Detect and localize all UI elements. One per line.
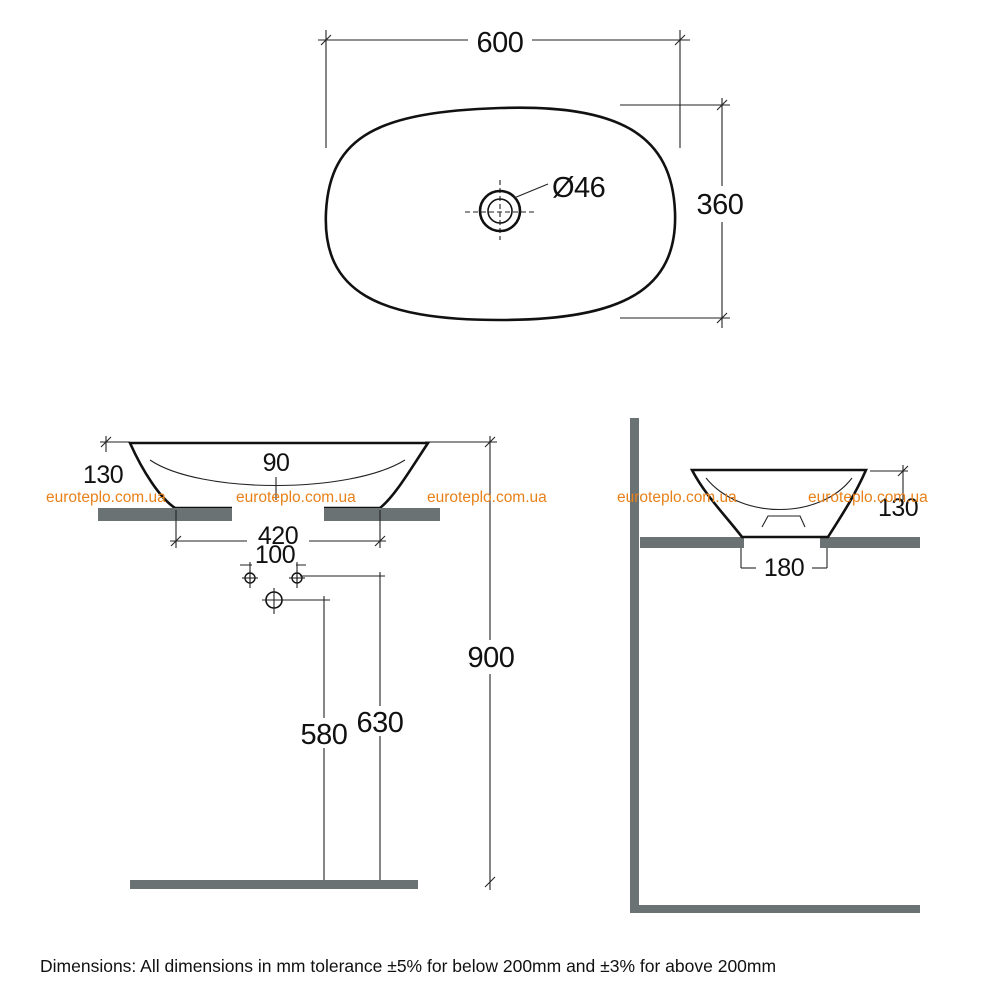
watermark-3: euroteplo.com.ua <box>427 489 547 506</box>
counter-height-label: 900 <box>468 642 515 674</box>
watermark-4: euroteplo.com.ua <box>617 489 737 506</box>
tap-height-label: 630 <box>357 707 404 739</box>
watermark-5: euroteplo.com.ua <box>808 489 928 506</box>
depth-label: 360 <box>697 189 744 221</box>
inner-depth-label: 90 <box>263 449 290 477</box>
tolerance-caption: Dimensions: All dimensions in mm toleran… <box>40 956 777 976</box>
side-floor <box>630 905 920 913</box>
watermark-2: euroteplo.com.ua <box>236 489 356 506</box>
tap-marker-right-icon <box>289 570 305 588</box>
tap-spacing-label: 100 <box>255 541 295 569</box>
base-width-label: 420 <box>258 522 298 550</box>
bowl-height-side-label: 130 <box>878 494 918 522</box>
plan-view: 600 Ø46 360 <box>318 24 752 328</box>
basin-plan-outline <box>324 106 677 322</box>
tap-marker-left-icon <box>242 570 258 588</box>
waste-marker-icon <box>262 588 286 614</box>
basin-side-profile <box>689 468 868 539</box>
side-elevation: 130 180 <box>630 418 920 913</box>
front-elevation: 900 130 90 420 100 <box>83 436 520 890</box>
watermark-1: euroteplo.com.ua <box>46 489 166 506</box>
floor-line <box>130 880 418 889</box>
watermark-row: euroteplo.com.ua euroteplo.com.ua eurote… <box>46 489 928 506</box>
waste-height-label: 580 <box>301 719 348 751</box>
waste-diameter-label: Ø46 <box>552 172 605 204</box>
basin-front-profile <box>127 441 431 510</box>
width-label: 600 <box>477 27 524 59</box>
waste-hole-icon <box>465 180 549 240</box>
side-base-label: 180 <box>764 554 804 582</box>
wall <box>630 418 639 913</box>
bowl-height-front-label: 130 <box>83 461 123 489</box>
